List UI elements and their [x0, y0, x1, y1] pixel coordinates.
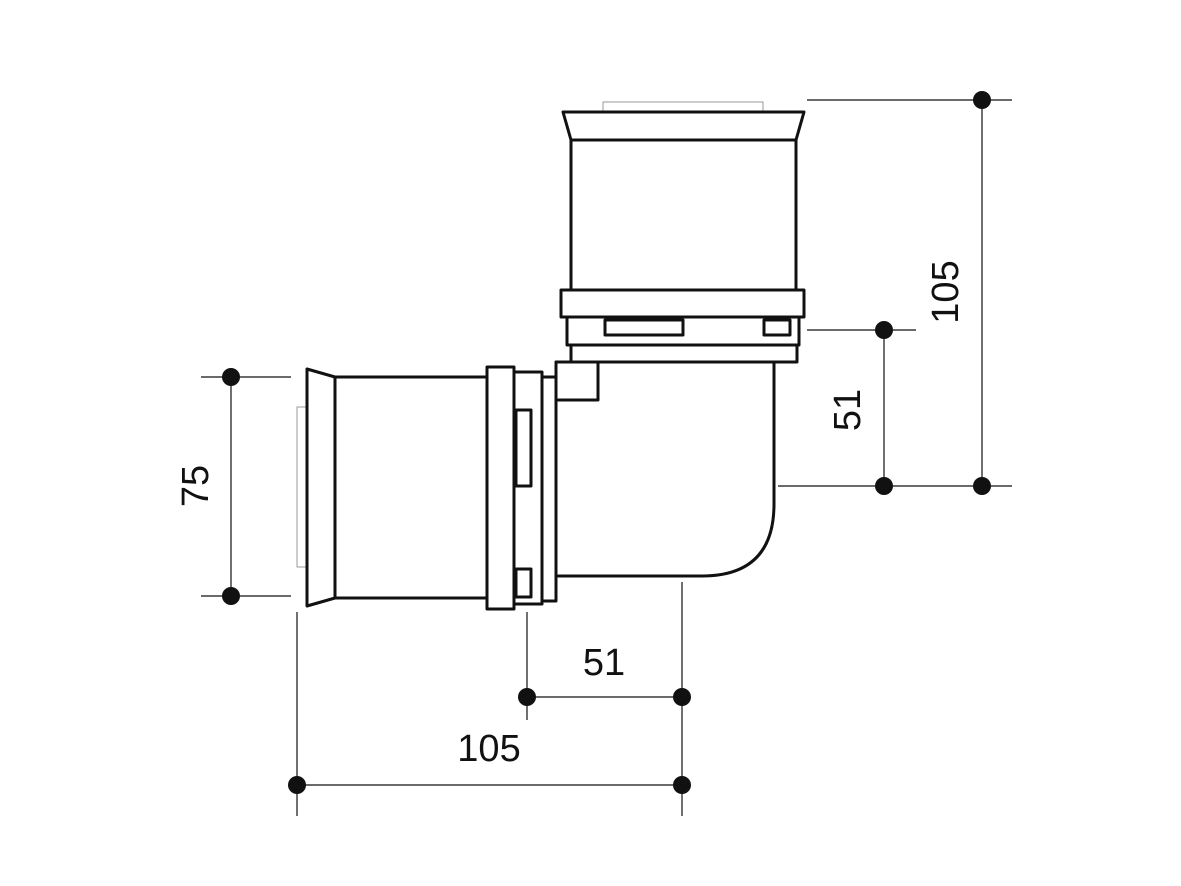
elbow-body	[554, 360, 776, 578]
dim-label-bottom-total: 105	[457, 728, 520, 770]
dimension-labels: 105 51 75 51 105	[175, 260, 967, 770]
dim-label-top-branch: 51	[827, 389, 869, 431]
left-nut	[485, 365, 558, 611]
dim-dot	[518, 688, 536, 706]
dimension-dots	[222, 91, 991, 794]
dim-dot	[222, 587, 240, 605]
dim-label-bottom-branch: 51	[583, 642, 625, 684]
dim-label-left-diameter: 75	[175, 465, 217, 507]
left-press-sleeve	[305, 367, 489, 608]
dim-dot	[973, 91, 991, 109]
top-nut	[559, 288, 806, 364]
top-press-sleeve	[561, 110, 806, 292]
dim-dot	[875, 477, 893, 495]
dim-label-top-total: 105	[925, 260, 967, 323]
dim-dot	[875, 321, 893, 339]
dim-dot	[673, 688, 691, 706]
dim-dot	[222, 368, 240, 386]
dim-dot	[973, 477, 991, 495]
dim-dot	[288, 776, 306, 794]
dim-dot	[673, 776, 691, 794]
